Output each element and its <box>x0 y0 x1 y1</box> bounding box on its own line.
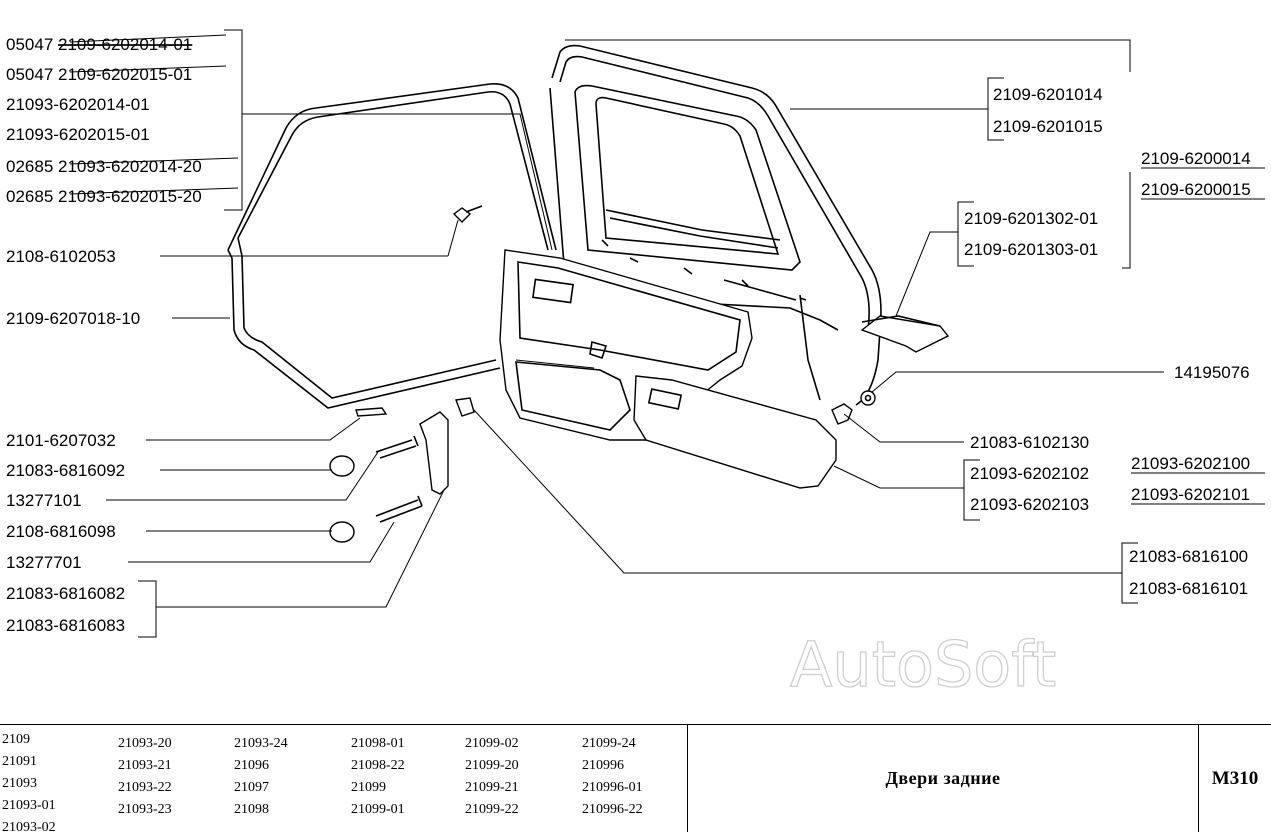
part-label: 2109-6201303-01 <box>964 240 1098 259</box>
model-column: 21099-02 21099-20 21099-21 21099-22 <box>465 733 519 821</box>
model-code: 21091 <box>2 754 37 769</box>
title-block: 2109 21091 21093 21093-01 21093-02 21093… <box>0 724 1271 835</box>
part-label: 2108-6816098 <box>6 522 116 541</box>
diagram-title: Двери задние <box>688 725 1199 832</box>
right-labels: 2109-6201014 2109-6201015 2109-6200014 2… <box>964 85 1265 598</box>
model-code: 21098-01 <box>351 736 405 751</box>
model-list: 2109 21091 21093 21093-01 21093-02 21093… <box>0 725 688 835</box>
part-label: 2109-6201302-01 <box>964 209 1098 228</box>
part-label: 2109-6201015 <box>993 117 1103 136</box>
model-code: 210996-22 <box>582 802 643 817</box>
model-code: 21093-02 <box>2 820 56 835</box>
leader-lines <box>106 29 1164 638</box>
part-label: 21083-6816100 <box>1129 547 1248 566</box>
part-label: 2109-6200015 <box>1141 180 1251 199</box>
part-label: 21093-6202100 <box>1131 454 1250 473</box>
model-code: 210996 <box>582 758 624 773</box>
part-label: 02685 21093-6202015-20 <box>6 187 202 206</box>
part-label: 2109-6207018-10 <box>6 309 140 328</box>
part-label: 2109-6200014 <box>1141 149 1251 168</box>
model-code: 21097 <box>234 780 269 795</box>
part-label: 2108-6102053 <box>6 247 116 266</box>
window-seal-drawing <box>227 82 557 409</box>
model-code: 21099-01 <box>351 802 405 817</box>
model-code: 21098 <box>234 802 269 817</box>
model-code: 21093-20 <box>118 736 172 751</box>
model-code: 21098-22 <box>351 758 405 773</box>
model-code: 21093-24 <box>234 736 288 751</box>
model-code: 21099-20 <box>465 758 519 773</box>
part-label: 02685 21093-6202014-20 <box>6 157 202 176</box>
left-labels: 05047 2109-6202014-01 05047 2109-6202015… <box>6 34 239 635</box>
part-label: 21083-6102130 <box>970 433 1089 452</box>
part-label: 21083-6816082 <box>6 584 125 603</box>
model-code: 210996-01 <box>582 780 643 795</box>
part-label: 2101-6207032 <box>6 431 116 450</box>
door-trim-drawing <box>499 249 837 489</box>
model-code: 2109 <box>2 732 30 747</box>
watermark: AutoSoft <box>790 628 1056 701</box>
model-code: 21093-01 <box>2 798 56 813</box>
door-frame-drawing <box>549 44 882 406</box>
part-label: 21093-6202101 <box>1131 485 1250 504</box>
model-column: 2109 21091 21093 21093-01 21093-02 <box>2 729 56 839</box>
model-code: 21099 <box>351 780 386 795</box>
model-code: 21093-21 <box>118 758 172 773</box>
diagram-code: M310 <box>1211 767 1259 789</box>
part-label: 05047 2109-6202015-01 <box>6 65 192 84</box>
part-label: 21093-6202015-01 <box>6 125 150 144</box>
model-code: 21096 <box>234 758 269 773</box>
part-label: 21093-6202102 <box>970 464 1089 483</box>
part-label: 21093-6202014-01 <box>6 95 150 114</box>
model-code: 21093-23 <box>118 802 172 817</box>
model-code: 21093 <box>2 776 37 791</box>
model-code: 21099-22 <box>465 802 519 817</box>
part-label: 2109-6201014 <box>993 85 1103 104</box>
part-label: 21083-6816083 <box>6 616 125 635</box>
model-column: 21099-24 210996 210996-01 210996-22 <box>582 733 643 821</box>
model-code: 21099-21 <box>465 780 519 795</box>
model-column: 21098-01 21098-22 21099 21099-01 <box>351 733 405 821</box>
model-code: 21099-02 <box>465 736 519 751</box>
model-code: 21093-22 <box>118 780 172 795</box>
small-parts-drawing <box>329 205 950 543</box>
model-code: 21099-24 <box>582 736 636 751</box>
part-label: 21093-6202103 <box>970 495 1089 514</box>
part-label: 05047 2109-6202014-01 <box>6 35 192 54</box>
part-label: 21083-6816092 <box>6 461 125 480</box>
part-label: 13277101 <box>6 491 82 510</box>
part-label: 21083-6816101 <box>1129 579 1248 598</box>
model-column: 21093-24 21096 21097 21098 <box>234 733 288 821</box>
part-label: 13277701 <box>6 553 82 572</box>
model-column: 21093-20 21093-21 21093-22 21093-23 <box>118 733 172 821</box>
part-label: 14195076 <box>1174 363 1250 382</box>
